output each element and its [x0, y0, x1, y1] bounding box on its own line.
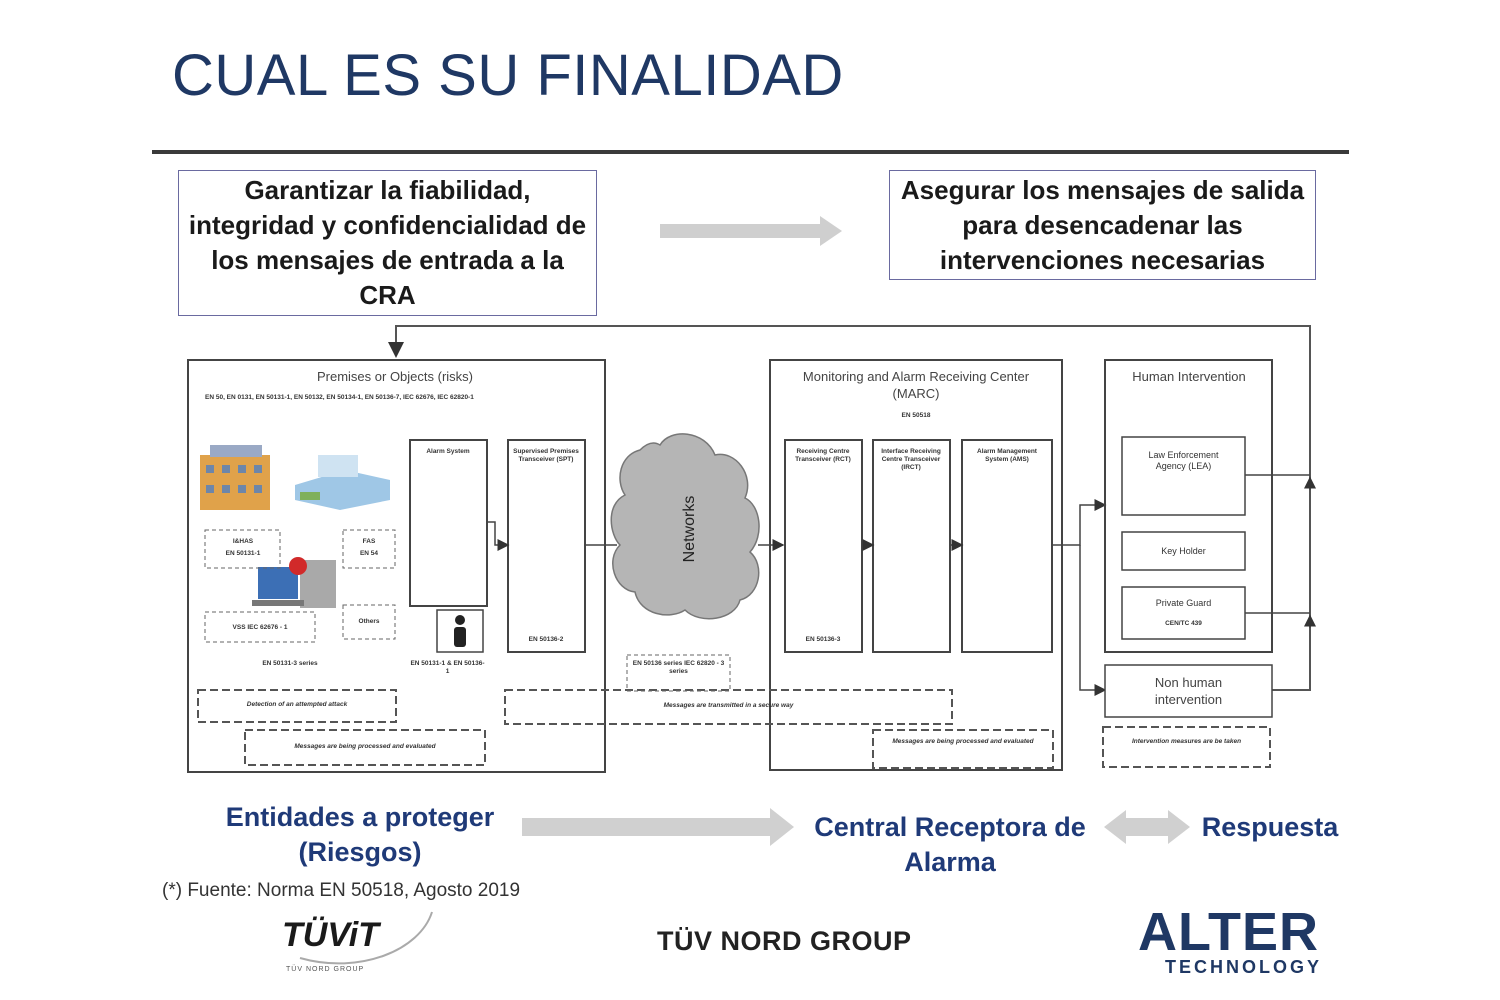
central-label: Central Receptora de Alarma	[814, 812, 1086, 877]
computer-camera-icon	[252, 557, 336, 608]
top-flow-arrow	[660, 216, 842, 246]
spt-box	[507, 439, 586, 653]
person-icon	[454, 615, 466, 647]
others-dashed-box	[342, 604, 396, 640]
ams-label: Alarm Management System (AMS)	[977, 448, 1037, 463]
marc-processed-dashed-box	[872, 729, 1054, 769]
private-guard-box	[1121, 586, 1246, 640]
private-guard-label: Private Guard	[1155, 598, 1212, 608]
spt-label: Supervised Premises Transceiver (SPT)	[513, 448, 579, 463]
feedback-loop-line	[388, 325, 1311, 691]
transmitted-dashed-box	[504, 689, 953, 725]
premises-processed-dashed-box	[244, 729, 486, 766]
spt-std: EN 50136-2	[528, 636, 564, 643]
alter-logo: ALTER	[1138, 902, 1319, 962]
intervention-label: Intervention measures are be taken	[1131, 738, 1242, 745]
premises-standards: EN 50, EN 0131, EN 50131-1, EN 50132, EN…	[205, 394, 474, 401]
tuv-nord-group-label: TÜV NORD GROUP	[657, 926, 912, 956]
bottom-arrow-2	[1104, 810, 1190, 844]
key-holder-box	[1121, 531, 1246, 571]
intervention-dashed-box	[1102, 726, 1271, 768]
ihas-dashed-box	[204, 529, 281, 569]
premises-processed-label: Messages are being processed and evaluat…	[294, 743, 436, 750]
rct-std: EN 50136-3	[805, 636, 841, 643]
premises-box	[187, 359, 606, 773]
vss-label: VSS IEC 62676 - 1	[232, 624, 288, 631]
private-guard-std: CEN/TC 439	[1165, 620, 1202, 627]
rct-box	[784, 439, 863, 653]
warehouse-icon	[295, 455, 390, 510]
fas-dashed-box	[342, 529, 396, 569]
networks-cloud	[610, 433, 760, 620]
key-holder-label: Key Holder	[1161, 546, 1206, 556]
alter-logo-subtitle: TECHNOLOGY	[1165, 957, 1323, 977]
en-series-label: EN 50131-3 series	[262, 660, 318, 667]
respuesta-label: Respuesta	[1201, 812, 1339, 842]
non-human-label: Non human intervention	[1154, 675, 1223, 707]
marc-box	[769, 359, 1063, 771]
title-divider	[152, 150, 1349, 154]
fas-std: EN 54	[359, 550, 379, 557]
human-title: Human Intervention	[1132, 369, 1246, 384]
fas-label: FAS	[362, 538, 376, 545]
tuvit-logo: TÜViT	[282, 916, 379, 954]
networks-std: EN 50136 series IEC 62820 - 3 series	[632, 660, 725, 675]
ihas-label: I&HAS	[232, 538, 254, 545]
input-messages-box: Garantizar la fiabilidad, integridad y c…	[178, 170, 597, 316]
tuvit-logo-subtitle: TÜV NORD GROUP	[286, 966, 365, 973]
atp-std: EN 50131-1 & EN 50136-1	[410, 660, 485, 675]
networks-label: Networks	[681, 495, 698, 563]
ihas-std: EN 50131-1	[225, 550, 261, 557]
non-human-box	[1104, 664, 1273, 718]
ams-box	[961, 439, 1053, 653]
alarm-system-box	[409, 439, 488, 607]
irct-box	[872, 439, 951, 653]
transmitted-label: Messages are transmitted in a secure way	[663, 702, 794, 709]
tuvit-swoosh	[299, 911, 433, 965]
marc-title: Monitoring and Alarm Receiving Center (M…	[802, 369, 1030, 401]
premises-title: Premises or Objects (risks)	[316, 369, 474, 384]
others-label: Others	[358, 618, 380, 625]
entities-label: Entidades a proteger (Riesgos)	[225, 802, 495, 867]
source-note: (*) Fuente: Norma EN 50518, Agosto 2019	[162, 880, 521, 901]
lea-label: Law Enforcement Agency (LEA)	[1148, 450, 1219, 471]
irct-label: Interface Receiving Centre Transceiver (…	[881, 448, 941, 471]
alarm-system-label: Alarm System	[426, 448, 470, 455]
detection-label: Detection of an attempted attack	[246, 701, 348, 708]
marc-processed-label: Messages are being processed and evaluat…	[892, 738, 1034, 745]
detection-dashed-box	[197, 689, 397, 723]
marc-std: EN 50518	[901, 412, 931, 419]
rct-label: Receiving Centre Transceiver (RCT)	[795, 448, 851, 463]
output-messages-box: Asegurar los mensajes de salida para des…	[889, 170, 1316, 280]
lea-box	[1121, 436, 1246, 516]
human-intervention-box	[1104, 359, 1273, 653]
networks-std-box	[626, 654, 731, 692]
page-title: CUAL ES SU FINALIDAD	[172, 43, 844, 108]
building-icon	[200, 445, 270, 510]
bottom-arrow-1	[522, 808, 794, 846]
